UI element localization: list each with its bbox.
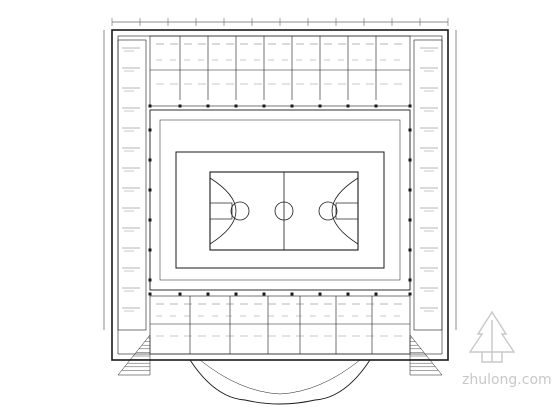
court-right-free-throw-circle — [318, 201, 338, 221]
arena-ring — [149, 109, 411, 291]
left-room-strip — [117, 39, 147, 331]
column-marker — [234, 292, 238, 296]
column-marker — [148, 188, 152, 192]
court-center-circle — [274, 201, 294, 221]
column-marker — [262, 292, 266, 296]
bottom-room-block — [149, 295, 411, 355]
column-marker — [408, 104, 412, 108]
outer-walls — [103, 21, 457, 361]
court-left-free-throw-circle — [230, 201, 250, 221]
column-marker — [148, 292, 152, 296]
column-marker — [374, 292, 378, 296]
entrance-facade — [189, 359, 371, 405]
column-marker — [148, 158, 152, 162]
court-right-key — [335, 202, 359, 220]
entrance-arc-left — [189, 359, 246, 401]
column-marker — [148, 278, 152, 282]
column-marker — [206, 292, 210, 296]
column-marker — [408, 158, 412, 162]
watermark: zhulong.com — [462, 310, 552, 388]
cad-annotation-marks — [111, 18, 449, 337]
court-left-three-point-arc — [209, 177, 237, 245]
basketball-court — [175, 151, 385, 269]
column-marker — [408, 188, 412, 192]
column-marker — [408, 292, 412, 296]
top-room-block — [149, 35, 411, 107]
right-room-strip — [413, 39, 443, 331]
court-left-key — [209, 202, 233, 220]
right-stair-hatch — [410, 337, 439, 371]
right-stair-wing — [409, 334, 443, 376]
ring-inner — [159, 119, 401, 281]
column-marker — [346, 292, 350, 296]
column-marker — [148, 104, 152, 108]
court-right-three-point-arc — [331, 177, 359, 245]
column-marker — [178, 292, 182, 296]
column-marker — [148, 128, 152, 132]
side-rooms — [117, 39, 443, 331]
column-marker — [318, 292, 322, 296]
court-boundary-outer — [175, 151, 385, 269]
column-marker — [148, 248, 152, 252]
column-marker — [206, 104, 210, 108]
left-stair-hatch — [121, 337, 150, 371]
structural-columns — [148, 104, 412, 296]
stair-wings — [117, 334, 443, 376]
column-marker — [408, 278, 412, 282]
column-marker — [374, 104, 378, 108]
entrance-arc-inner — [199, 359, 361, 395]
building-inner-outline — [117, 35, 443, 355]
column-marker — [234, 104, 238, 108]
column-marker — [318, 104, 322, 108]
column-marker — [262, 104, 266, 108]
column-marker — [290, 292, 294, 296]
column-marker — [178, 104, 182, 108]
entrance-arc-right — [314, 359, 371, 401]
top-rooms — [149, 35, 411, 107]
bottom-rooms — [149, 295, 411, 355]
watermark-logo — [468, 310, 516, 363]
entrance-arc-center — [244, 399, 316, 405]
column-marker — [148, 218, 152, 222]
column-marker — [290, 104, 294, 108]
left-stair-wing — [117, 334, 151, 376]
column-marker — [346, 104, 350, 108]
building-outline — [111, 29, 449, 361]
column-marker — [408, 248, 412, 252]
column-marker — [408, 128, 412, 132]
column-marker — [408, 218, 412, 222]
ring-outer — [149, 109, 411, 291]
watermark-text: zhulong.com — [462, 372, 552, 388]
